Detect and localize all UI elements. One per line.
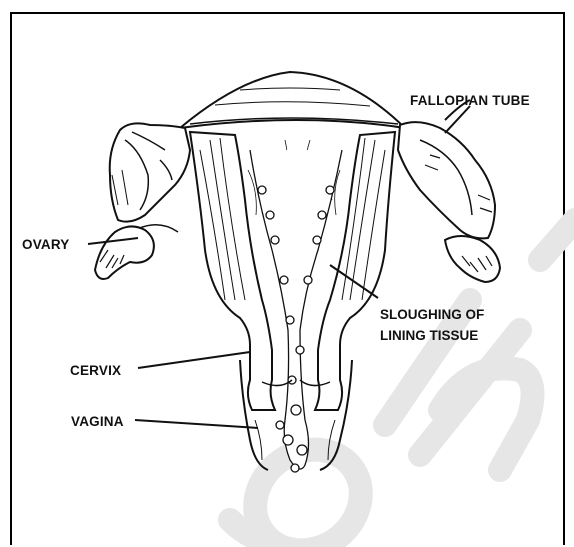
label-sloughing-line2: LINING TISSUE (380, 326, 478, 345)
fallopian-tube-right (398, 100, 495, 238)
label-cervix: CERVIX (70, 362, 121, 379)
fallopian-tube-left (110, 123, 190, 221)
label-fallopian-tube: FALLOPIAN TUBE (410, 92, 530, 109)
leader-cervix (138, 352, 250, 368)
ovary-right (445, 236, 500, 282)
label-vagina: VAGINA (71, 413, 124, 430)
leader-fallopian (445, 106, 470, 133)
label-ovary: OVARY (22, 236, 70, 253)
label-sloughing-line1: SLOUGHING OF (380, 305, 484, 324)
ovary-left (95, 225, 178, 279)
fundus (180, 72, 405, 128)
leader-vagina (135, 420, 258, 428)
